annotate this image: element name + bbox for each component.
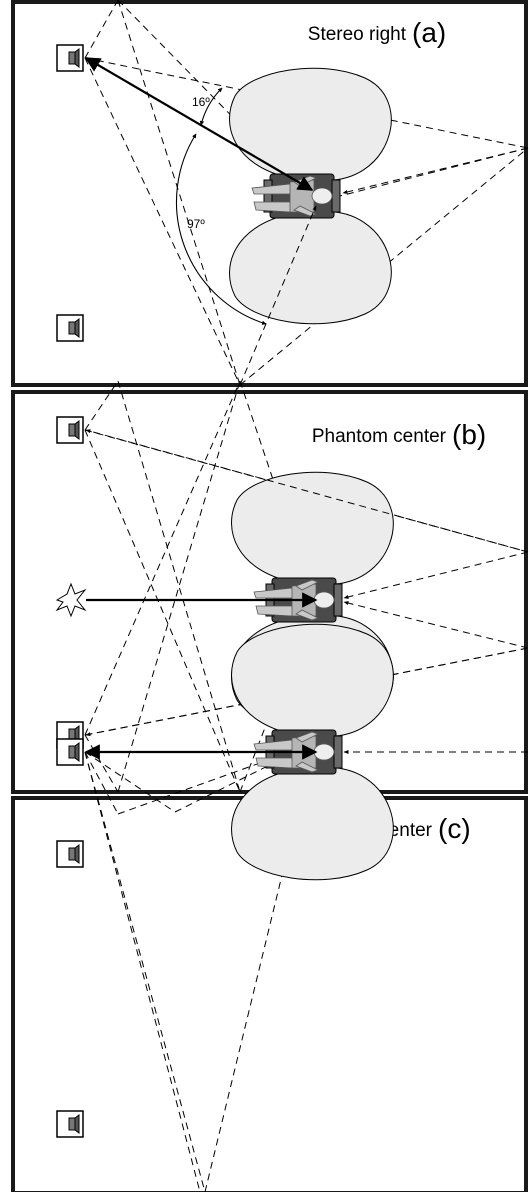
panel-b-right-arrow-2 <box>343 601 529 649</box>
panel-c-speaker-center-icon <box>56 738 84 766</box>
panel-b-rear-left-reflection <box>85 647 529 737</box>
panel-b-right-arrow-1 <box>343 551 529 599</box>
panel-c-speaker-rear-left-icon <box>56 1110 84 1138</box>
angle-label-97: 97º <box>187 217 205 231</box>
panel-b-title: Phantom center <box>312 426 447 447</box>
panel-a-reflection-arrow <box>342 147 529 194</box>
panel-a-title: Stereo right <box>308 24 407 45</box>
burst-star-icon <box>55 582 87 618</box>
panel-a-letter: (a) <box>412 17 446 48</box>
panel-c-speaker-front-left-icon <box>56 840 84 868</box>
angle-arc-97 <box>175 133 267 325</box>
angle-label-16: 16º <box>192 95 210 109</box>
panel-c-dash-3 <box>84 751 206 1192</box>
panel-b-front-left-reflection <box>85 429 529 553</box>
panel-c: Real center (c) <box>11 623 528 1192</box>
panel-a-speaker-rear-left-icon <box>56 314 84 342</box>
panel-a-direct-sound-arrow <box>84 57 314 191</box>
panel-c-dash-4 <box>204 759 311 1192</box>
panel-b-letter: (b) <box>452 419 486 450</box>
panel-a-speaker-front-left-icon <box>56 44 84 72</box>
panel-a: Stereo right (a) 16º 97º <box>11 0 529 387</box>
panel-c-dash-1 <box>84 751 176 813</box>
panel-a-frame <box>11 0 528 387</box>
panel-b-speaker-front-left-icon <box>56 416 84 444</box>
panel-a-side-arrow <box>239 205 317 386</box>
panel-c-letter: (c) <box>438 813 471 844</box>
panel-b: Phantom center (b) <box>11 380 529 794</box>
angle-arc-16 <box>199 87 223 126</box>
